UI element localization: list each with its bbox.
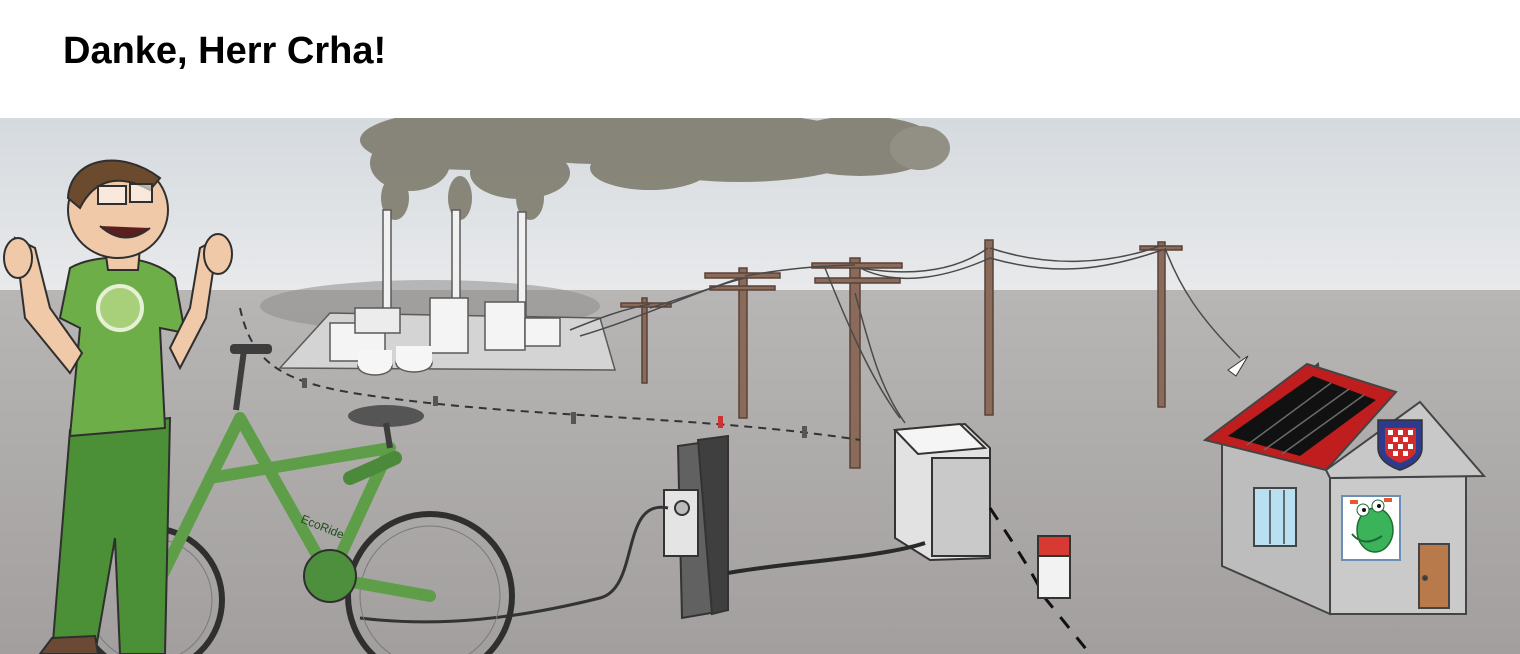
smoke-cloud: [360, 118, 950, 220]
power-lines: [569, 245, 1241, 424]
charging-station-icon: [663, 434, 730, 620]
header: Danke, Herr Crha!: [0, 0, 1520, 118]
person-icon: [3, 159, 233, 654]
power-pole-icon: [620, 239, 1183, 469]
house-cable: [988, 507, 1092, 654]
frog-mascot-icon: [1341, 495, 1401, 561]
meter-post-icon: [1037, 535, 1071, 599]
transformer-cable: [727, 541, 926, 575]
underground-cable: [239, 307, 861, 441]
cable-markers: [302, 378, 807, 438]
pole-wire-arrow: [1227, 355, 1249, 377]
bicycle-icon: EcoRide: [75, 344, 515, 654]
illustration: EcoRide: [0, 118, 1520, 654]
solar-panel-icon: [1228, 376, 1376, 456]
power-plant-icon: [278, 209, 616, 376]
coat-of-arms-icon: [1377, 419, 1423, 471]
transformer-box-icon: [892, 422, 991, 562]
charging-cable: [359, 505, 669, 624]
page-title: Danke, Herr Crha!: [63, 30, 387, 72]
